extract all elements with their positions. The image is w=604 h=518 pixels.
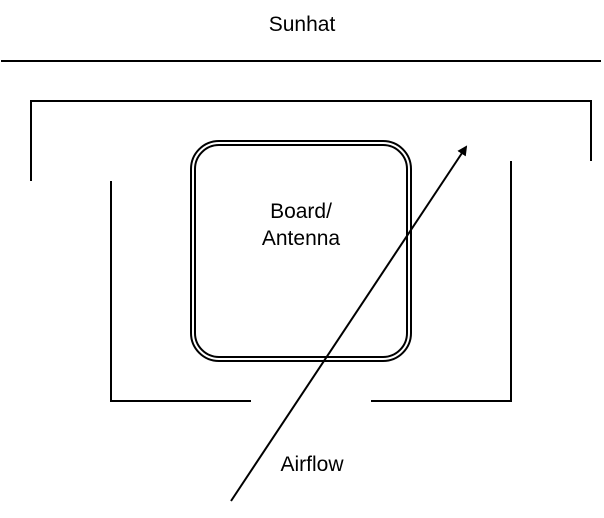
board-box-inner [194, 144, 408, 358]
antenna-label: Antenna [262, 227, 341, 250]
airflow-label: Airflow [280, 453, 344, 476]
outer-enclosure-wall [30, 100, 592, 181]
board-antenna-box [190, 140, 412, 362]
inner-enclosure-right-wall [371, 161, 512, 402]
board-box-outer [190, 140, 412, 362]
sunhat-label: Sunhat [269, 13, 336, 36]
inner-enclosure-left-wall [110, 181, 251, 402]
board-label: Board/ [270, 200, 332, 223]
airflow-arrow [230, 145, 468, 502]
